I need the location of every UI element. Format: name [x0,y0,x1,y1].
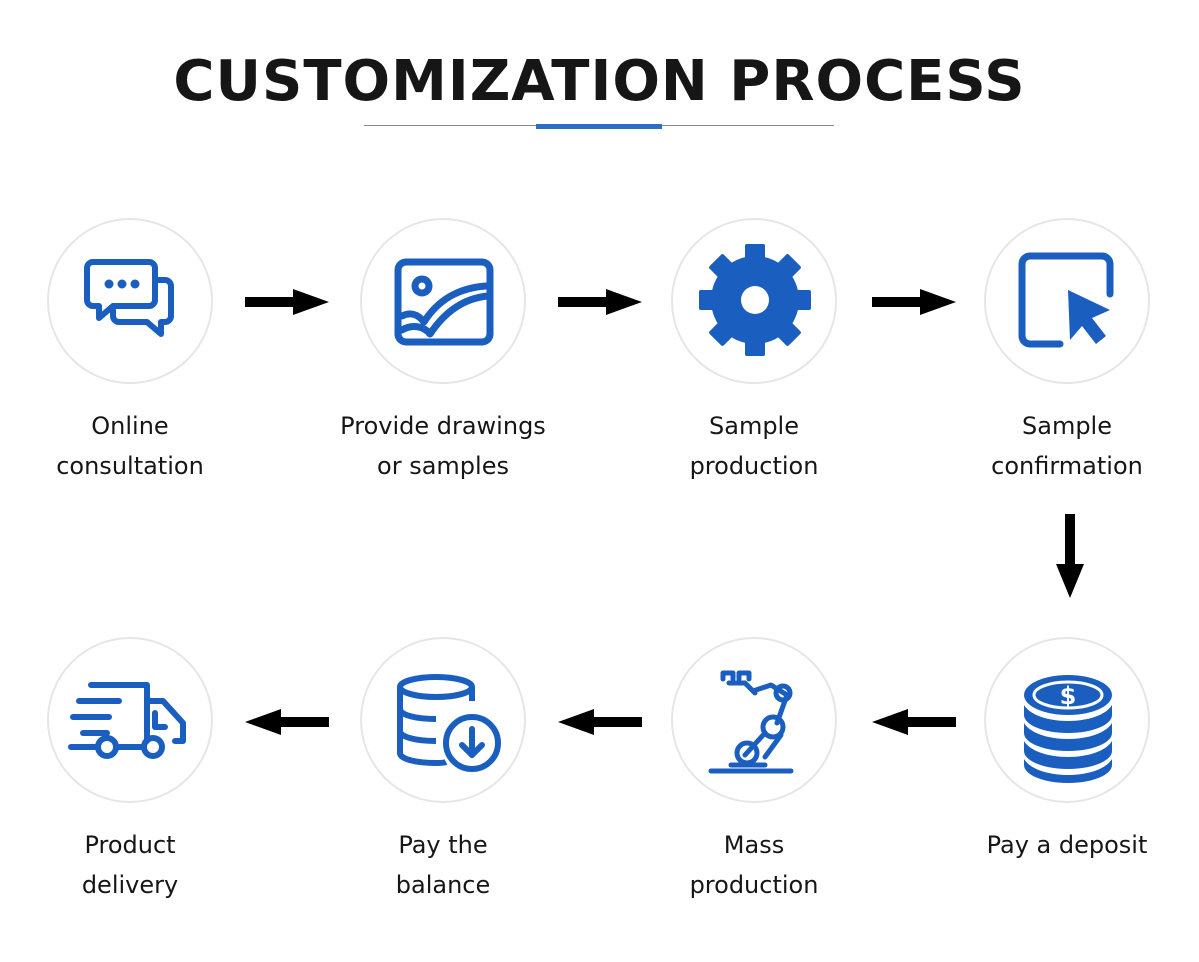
page-title: CUSTOMIZATION PROCESS [173,49,1026,114]
arrow-left-3 [245,709,329,735]
database-download-icon [397,674,501,772]
gear-icon [699,244,811,356]
step-online-consultation-label: Online consultation [56,412,204,480]
arrow-left-1 [872,709,956,735]
svg-text:$: $ [1060,682,1077,710]
step-sample-confirmation-circle [984,218,1150,384]
step-provide-drawings-circle [360,218,526,384]
title-accent-bar [536,124,662,129]
step-mass-production-circle [671,637,837,803]
step-pay-deposit-circle: $ [984,637,1150,803]
step-online-consultation-circle [47,218,213,384]
step-sample-production-circle [671,218,837,384]
image-icon [394,258,494,346]
arrow-down [1056,514,1084,598]
step-provide-drawings-label: Provide drawings or samples [340,412,546,480]
step-sample-production-label: Sample production [689,412,819,480]
arrow-right-2 [558,289,642,315]
step-product-delivery-label: Product delivery [81,831,179,899]
arrow-right-1 [245,289,329,315]
arrow-left-2 [558,709,642,735]
step-pay-balance-circle [360,637,526,803]
arrow-right-3 [872,289,956,315]
coin-stack-dollar-icon: $ [1024,675,1112,783]
chat-bubbles-icon [84,259,174,337]
step-product-delivery-circle [47,637,213,803]
step-mass-production-label: Mass production [689,831,819,899]
delivery-truck-icon [68,682,186,759]
robot-arm-icon [708,670,794,774]
step-sample-confirmation-label: Sample confirmation [991,412,1143,480]
cursor-click-icon [1018,252,1114,348]
step-pay-deposit-label: Pay a deposit [986,831,1148,859]
step-pay-balance-label: Pay the balance [395,831,491,899]
